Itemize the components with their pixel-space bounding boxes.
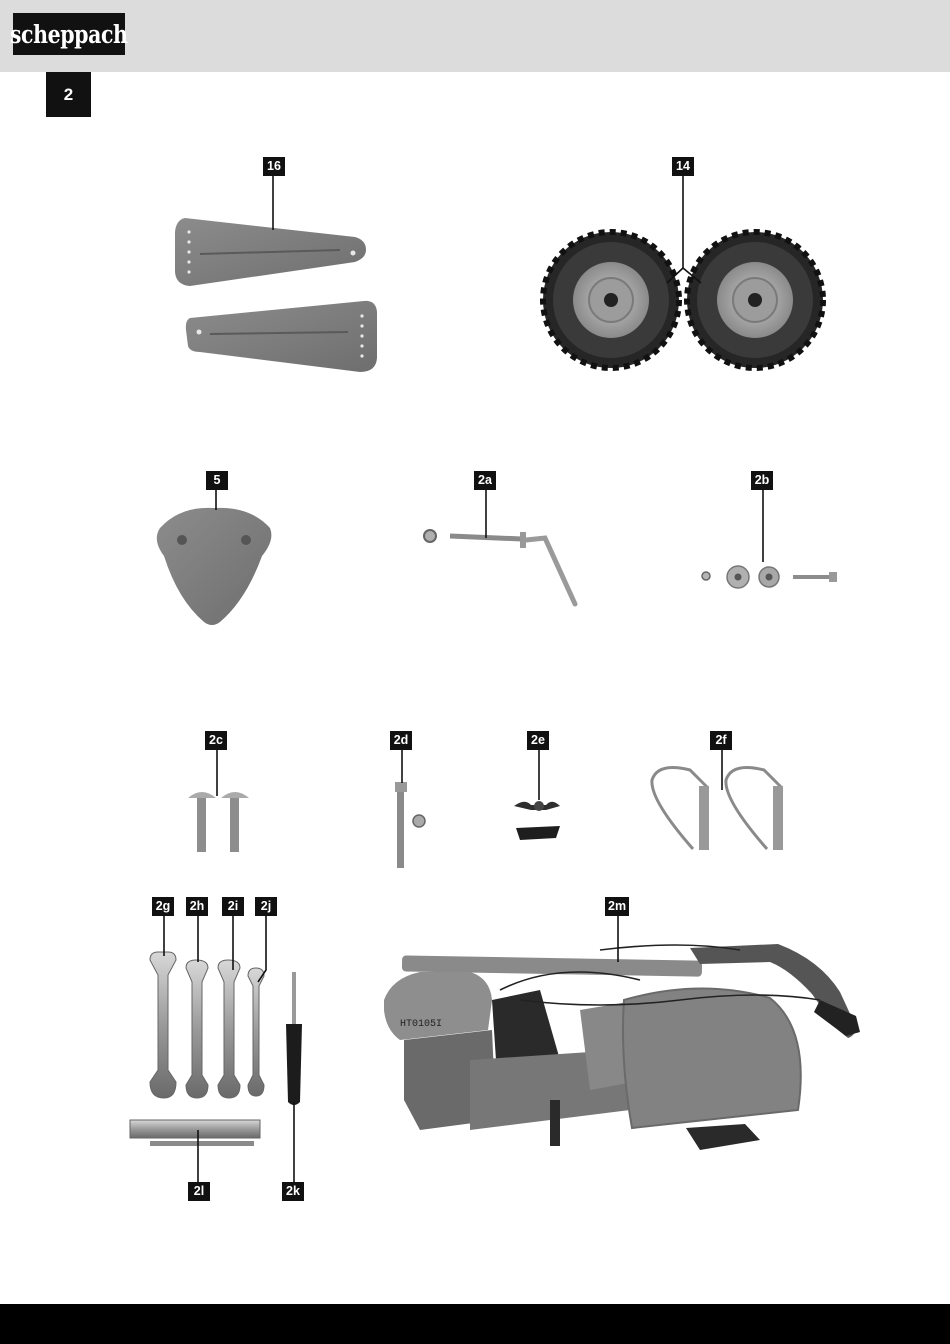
callout-2g: 2g	[152, 897, 174, 916]
wing-nut-part	[514, 801, 560, 840]
callout-2l: 2l	[188, 1182, 210, 1201]
side-plates-part	[175, 218, 377, 372]
callout-5: 5	[206, 471, 228, 490]
callout-2k: 2k	[282, 1182, 304, 1201]
callout-2i: 2i	[222, 897, 244, 916]
callout-2d: 2d	[390, 731, 412, 750]
cover-part	[157, 508, 272, 625]
callout-2f: 2f	[710, 731, 732, 750]
spark-plug-wrench-part	[130, 1120, 260, 1146]
carriage-bolts-part	[188, 792, 249, 852]
screwdriver-part	[286, 972, 302, 1105]
bolt-washer-set-part	[702, 566, 837, 588]
callout-2m: 2m	[605, 897, 629, 916]
callout-2j: 2j	[255, 897, 277, 916]
callout-14: 14	[672, 157, 694, 176]
engine-model-label: HT0105I	[400, 1019, 442, 1030]
footer-band	[0, 1304, 950, 1344]
tiller-machine-part: HT0105I	[384, 944, 860, 1150]
callout-2h: 2h	[186, 897, 208, 916]
callout-16: 16	[263, 157, 285, 176]
wrenches-part	[150, 952, 264, 1098]
long-bolt-part	[395, 782, 425, 868]
crank-rod-part	[424, 530, 575, 604]
callout-2e: 2e	[527, 731, 549, 750]
linch-pins-part	[652, 768, 783, 850]
callout-2a: 2a	[474, 471, 496, 490]
callout-2b: 2b	[751, 471, 773, 490]
callout-2c: 2c	[205, 731, 227, 750]
